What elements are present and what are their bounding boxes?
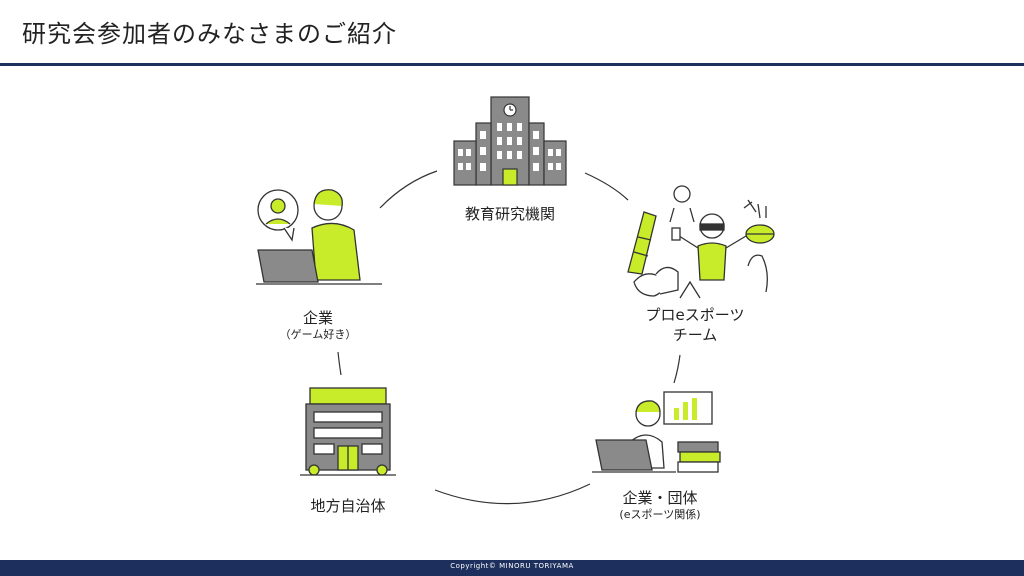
esports-team-icon xyxy=(627,185,775,299)
arc-gov-to-gamer xyxy=(337,351,342,376)
node-label-local-gov: 地方自治体 xyxy=(310,497,386,515)
footer-bar: Copyright© MINORU TORIYAMA xyxy=(0,560,1024,576)
arc-edu-to-pro xyxy=(584,172,629,201)
page-title: 研究会参加者のみなさまのご紹介 xyxy=(22,20,397,48)
title-divider xyxy=(0,63,1024,66)
node-label-pro-team: プロeスポーツ チーム xyxy=(620,305,770,345)
node-label-company-esports: 企業・団体 (eスポーツ関係) xyxy=(590,488,730,522)
arc-pro-to-company xyxy=(673,354,681,384)
node-label-company-gamer-sub: （ゲーム好き） xyxy=(279,328,357,341)
node-label-company-esports-sub: (eスポーツ関係) xyxy=(619,508,701,521)
node-label-company-esports-main: 企業・団体 xyxy=(622,489,698,507)
arc-company-to-gov xyxy=(434,483,591,505)
node-label-company-gamer: 企業 （ゲーム好き） xyxy=(252,308,384,342)
node-label-pro-team-line1: プロeスポーツ xyxy=(645,306,745,324)
node-label-company-gamer-main: 企業 xyxy=(302,309,333,327)
business-person-chart-icon xyxy=(592,391,721,473)
city-hall-building-icon xyxy=(300,387,396,476)
node-label-education: 教育研究機関 xyxy=(464,205,555,223)
person-laptop-icon xyxy=(256,189,382,285)
copyright-text: Copyright© MINORU TORIYAMA xyxy=(450,562,574,570)
university-building-icon xyxy=(453,96,567,186)
arc-gamer-to-edu xyxy=(379,170,438,209)
node-label-pro-team-line2: チーム xyxy=(672,326,718,344)
